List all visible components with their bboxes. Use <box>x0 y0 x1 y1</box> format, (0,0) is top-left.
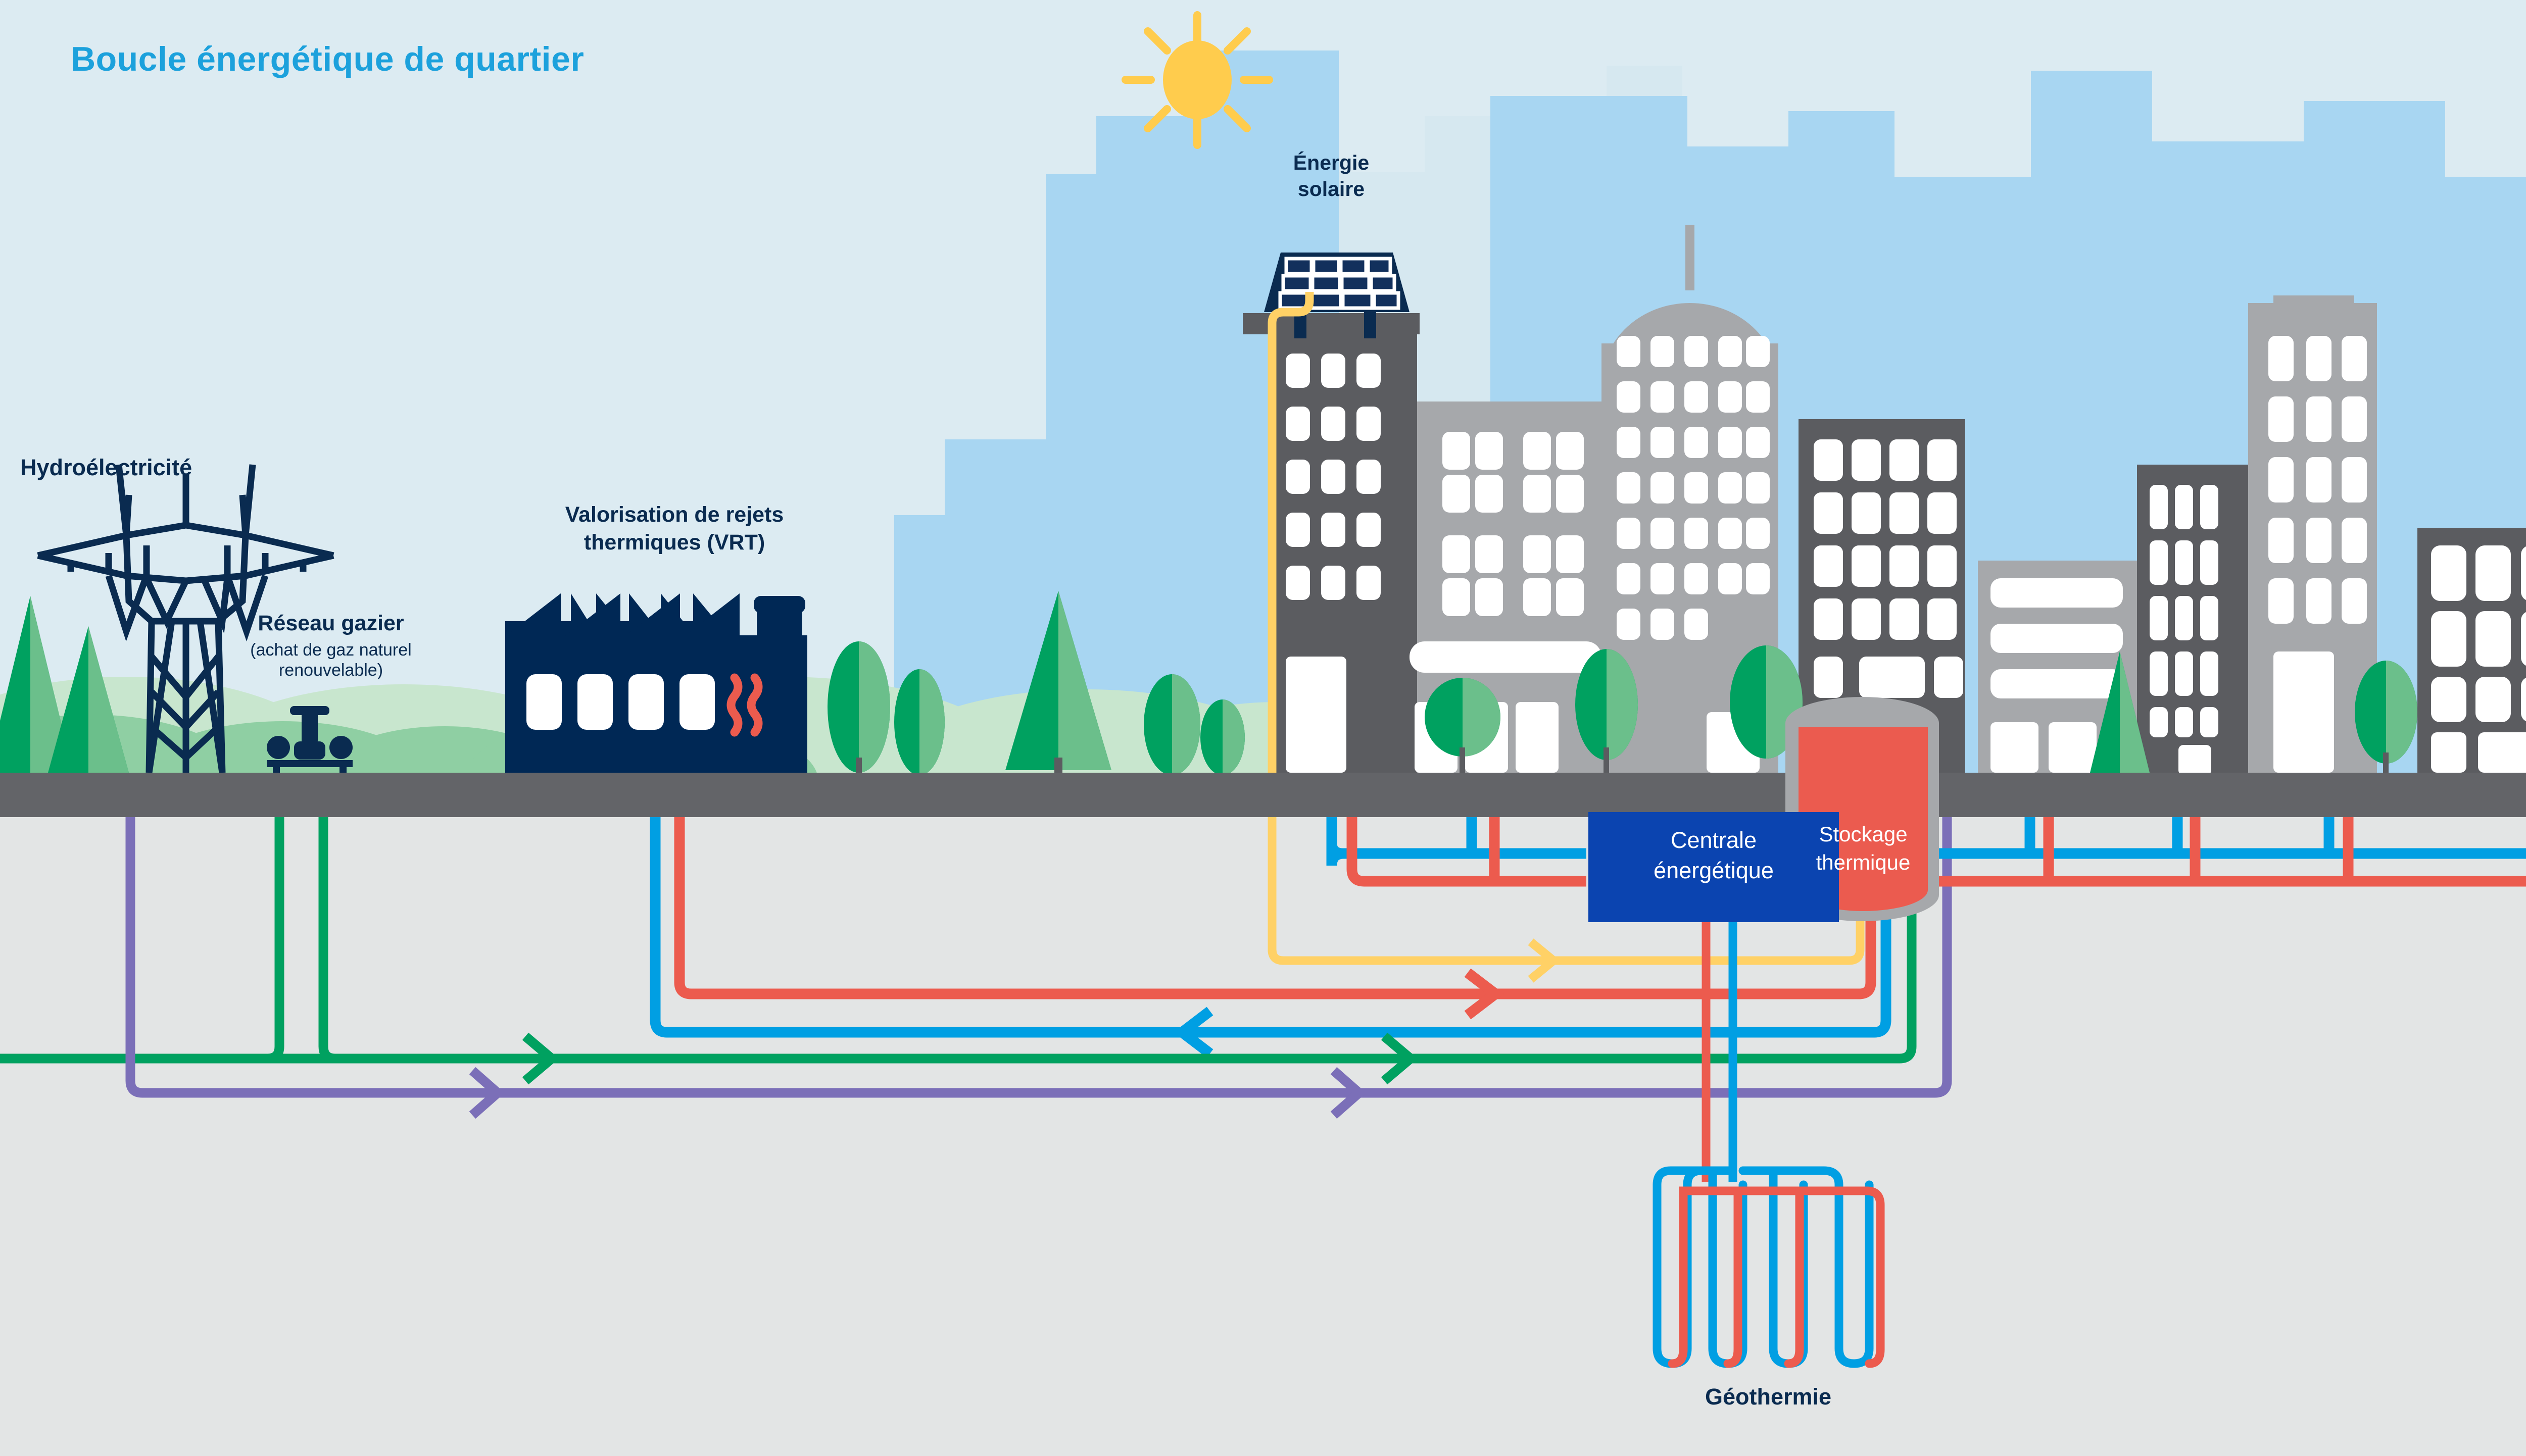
label-vrt-line1: Valorisation de rejets <box>565 503 784 527</box>
geo-loop-hot-4 <box>1795 1186 1885 1368</box>
arrow-gas-2 <box>1330 1067 1367 1119</box>
label-solar-line1: Énergie <box>1293 151 1370 174</box>
arrow-electricity-1 <box>522 1032 559 1085</box>
page-title: Boucle énergétique de quartier <box>71 40 585 78</box>
pipe-electricity-pylon-drop2 <box>267 817 284 1064</box>
pipe-solar-riser <box>1268 292 1314 773</box>
sun-icon <box>1122 11 1273 149</box>
tree-group-city <box>1425 645 2417 774</box>
factory-icon <box>505 593 807 773</box>
label-storage-line1: Stockage <box>1819 822 1908 846</box>
label-hydroelectricity: Hydroélectricité <box>20 455 192 480</box>
arrow-vrt-cold-left <box>1173 1007 1213 1058</box>
arrow-solar-right <box>1528 938 1561 983</box>
pipe-vrt-cold-to-factory <box>650 817 1891 1038</box>
pipe-dist-cold-left-riser2 <box>1326 817 1343 859</box>
label-storage-line2: thermique <box>1816 850 1911 874</box>
tree-group-left <box>0 596 129 773</box>
label-gas-network-sub2: renouvelable) <box>278 661 383 680</box>
arrow-gas-1 <box>469 1067 505 1119</box>
arrow-electricity-2 <box>1381 1032 1418 1085</box>
arrow-vrt-hot-right <box>1464 968 1504 1020</box>
label-plant-line2: énergétique <box>1654 858 1774 883</box>
ground-strip <box>0 773 2526 817</box>
heat-waves-icon <box>726 673 763 737</box>
transmission-tower-icon <box>37 464 334 773</box>
geo-loop-cold-4 <box>1759 1166 1874 1368</box>
label-gas-network-title: Réseau gazier <box>258 611 404 635</box>
tree-group-mid <box>828 591 1245 775</box>
pipe-vrt-hot-to-plant <box>674 817 1876 999</box>
pipe-dist-hot-left-trunk <box>1346 817 1586 887</box>
label-vrt-line2: thermiques (VRT) <box>584 530 765 555</box>
label-geothermal: Géothermie <box>1705 1384 1832 1410</box>
pipe-solar-to-plant-b <box>1268 817 1865 965</box>
pipe-electricity-pylon-drop <box>318 817 335 1064</box>
geo-loop-hot-1 <box>1668 1186 1711 1368</box>
label-solar-line2: solaire <box>1297 177 1365 200</box>
gas-valve-icon <box>267 706 353 779</box>
label-plant-line1: Centrale <box>1670 827 1757 853</box>
pipe-gas-to-plant <box>125 817 1952 1098</box>
label-gas-network-sub1: (achat de gaz naturel <box>250 640 412 660</box>
energy-plant-box[interactable] <box>1588 812 1839 922</box>
underground-area <box>0 817 2526 1456</box>
pipe-electricity-to-plant <box>0 817 1917 1064</box>
